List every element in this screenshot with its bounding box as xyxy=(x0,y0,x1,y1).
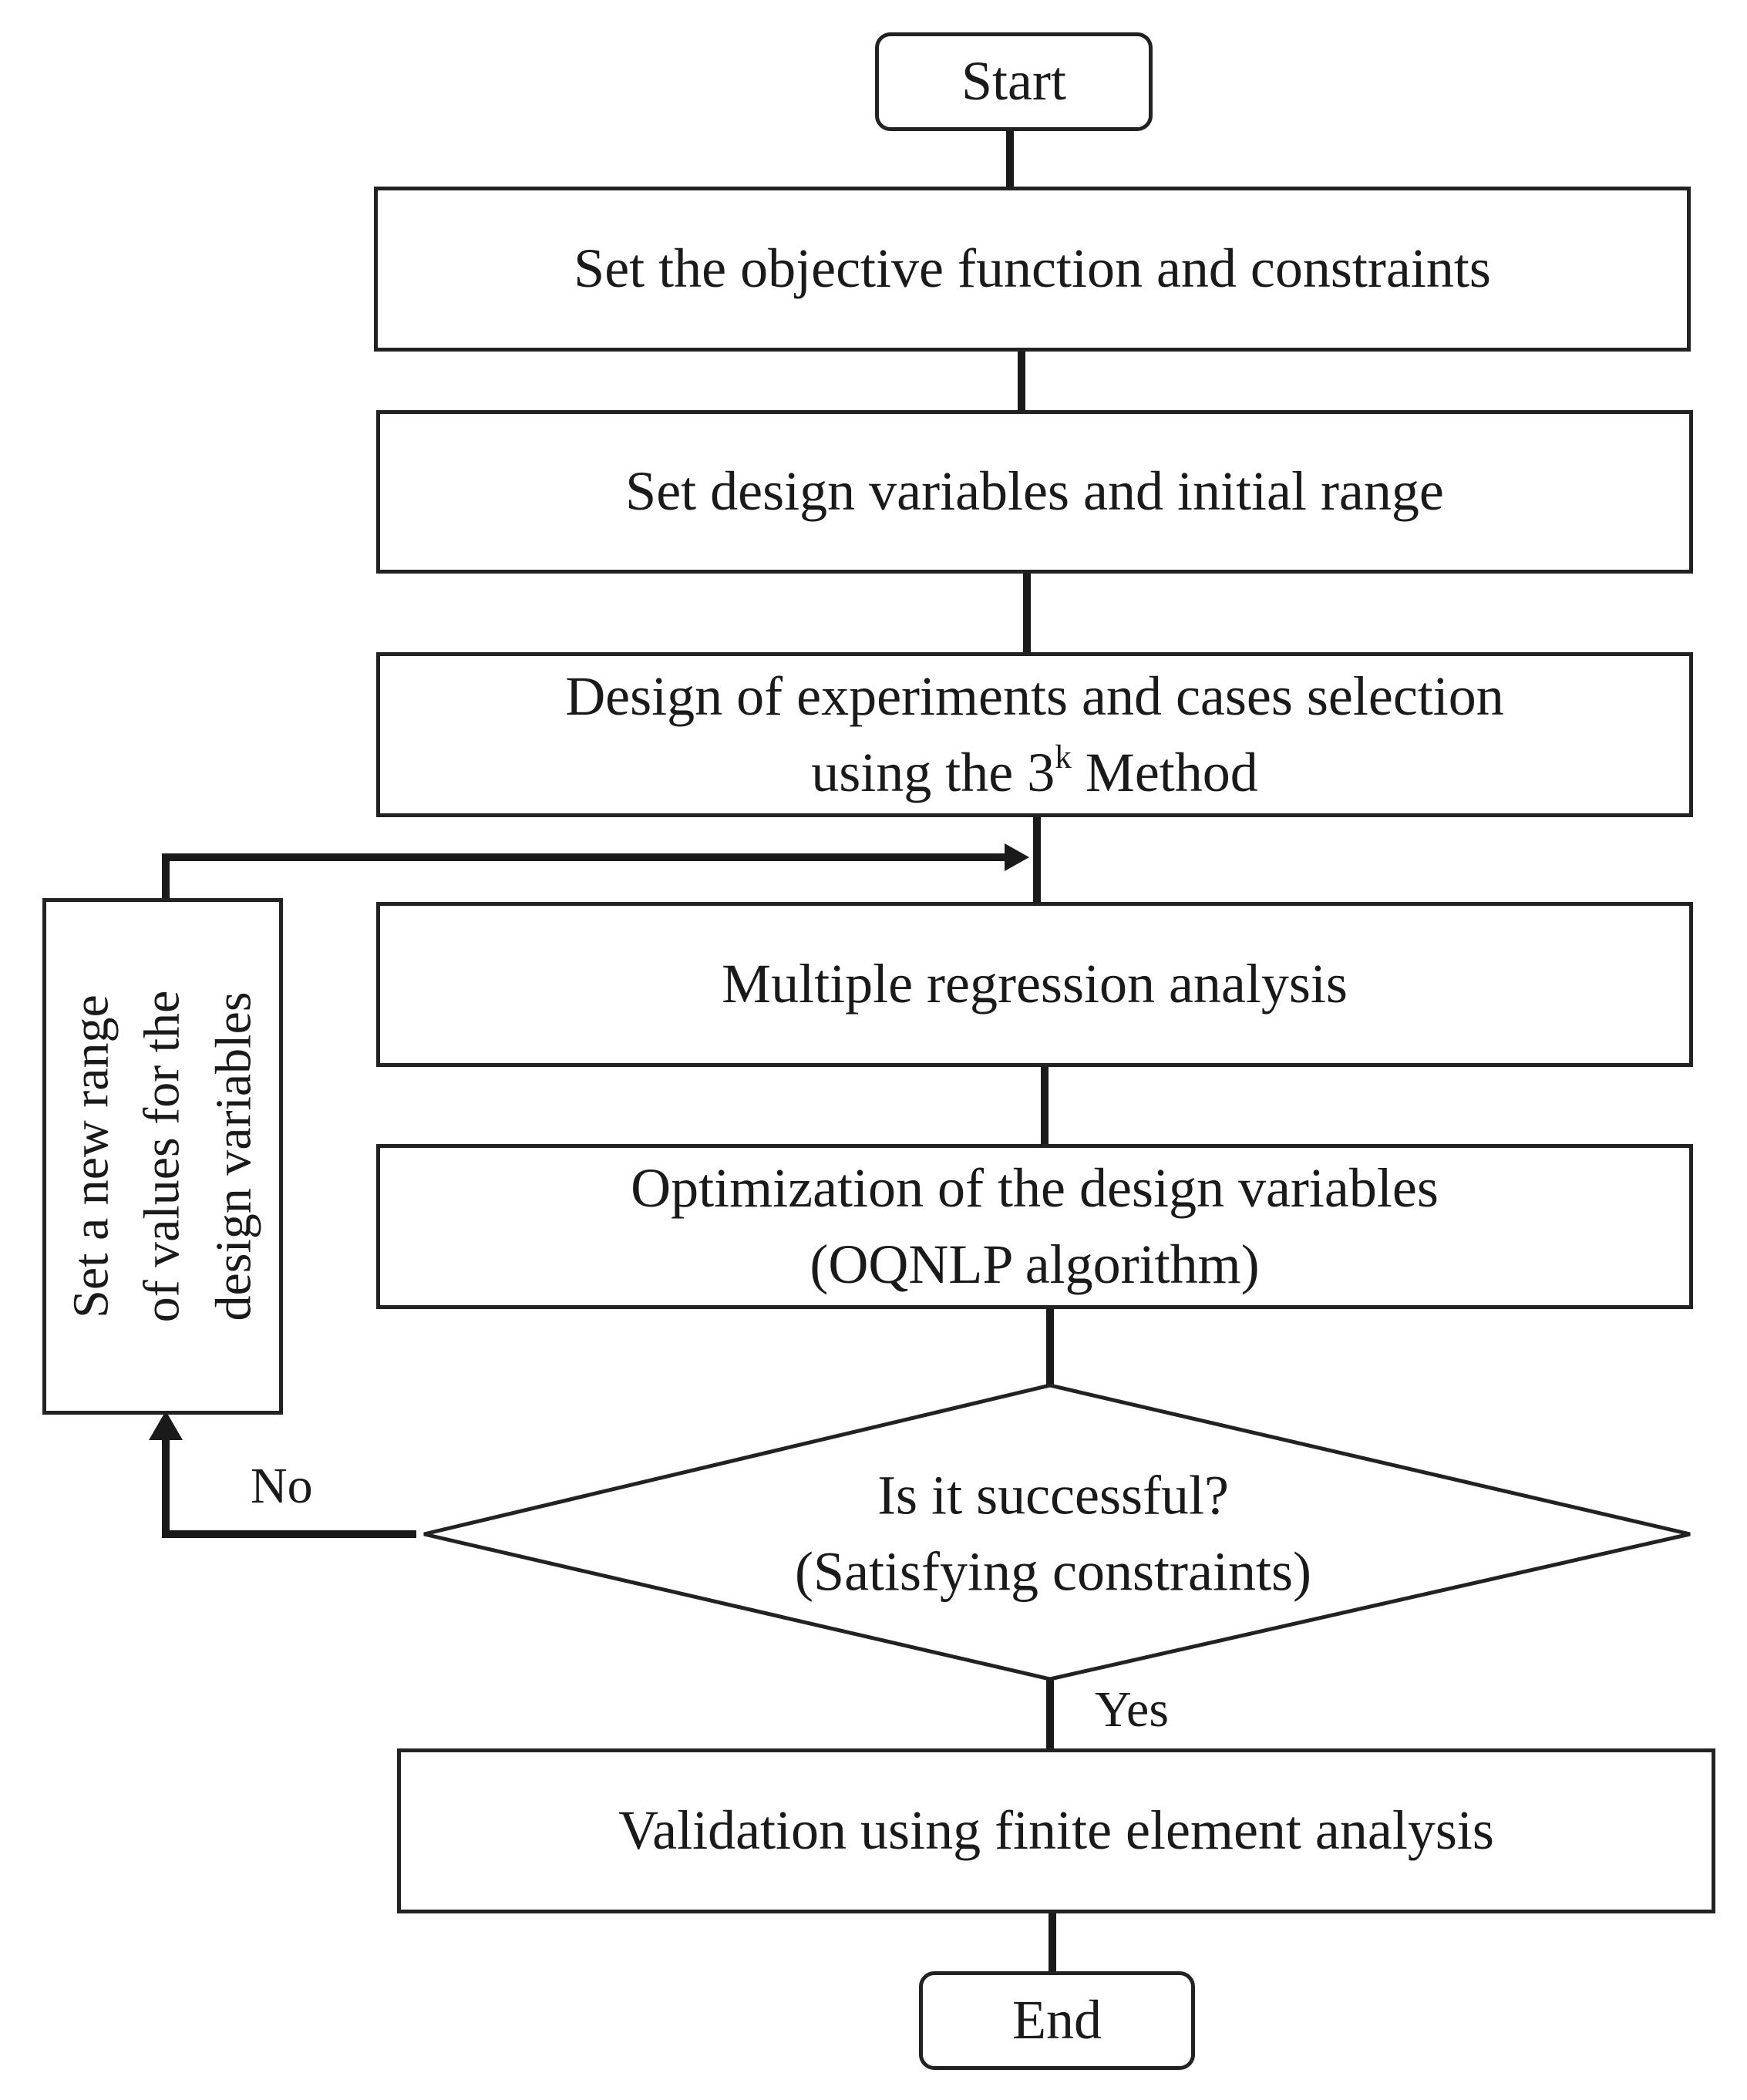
doe-step-line2-post: Method xyxy=(1071,742,1258,803)
optimization-step-line2: (OQNLP algorithm) xyxy=(810,1233,1260,1295)
no-label: No xyxy=(251,1458,313,1514)
feedback-box xyxy=(42,898,283,1415)
start-terminal: Start xyxy=(875,32,1153,131)
objective-step-label: Set the objective function and constrain… xyxy=(574,237,1491,300)
variables-step-label: Set design variables and initial range xyxy=(625,460,1444,523)
regression-step: Multiple regression analysis xyxy=(376,902,1693,1067)
feedback-line1: Set a new range xyxy=(62,994,119,1318)
no-branch-line xyxy=(162,1434,416,1538)
doe-step-line2: using the 3k Method xyxy=(811,735,1258,811)
regression-step-label: Multiple regression analysis xyxy=(722,953,1348,1015)
optimization-step-line1: Optimization of the design variables xyxy=(631,1156,1439,1219)
decision-condition: (Satisfying constraints) xyxy=(795,1541,1311,1603)
feedback-text: Set a new range of values for the design… xyxy=(56,991,269,1323)
variables-step: Set design variables and initial range xyxy=(376,410,1693,574)
doe-step: Design of experiments and cases selectio… xyxy=(376,652,1693,817)
doe-step-line2-pre: using the 3 xyxy=(811,742,1055,803)
objective-step: Set the objective function and constrain… xyxy=(374,187,1691,352)
decision-question: Is it successful? xyxy=(877,1464,1229,1526)
yes-label: Yes xyxy=(1095,1681,1170,1738)
start-label: Start xyxy=(961,50,1066,113)
arrowhead-no-branch xyxy=(149,1411,183,1440)
feedback-line2: of values for the xyxy=(133,990,190,1323)
optimization-step: Optimization of the design variables (OQ… xyxy=(376,1144,1693,1309)
end-terminal: End xyxy=(919,1971,1195,2070)
validation-step: Validation using finite element analysis xyxy=(397,1748,1715,1913)
doe-step-exponent: k xyxy=(1055,739,1072,776)
validation-step-label: Validation using finite element analysis xyxy=(618,1799,1494,1862)
decision-diamond xyxy=(423,1383,1691,1681)
arrowhead-feedback xyxy=(1005,843,1029,871)
decision-text: Is it successful? (Satisfying constraint… xyxy=(795,1458,1311,1611)
end-label: End xyxy=(1012,1989,1102,2051)
doe-step-line1: Design of experiments and cases selectio… xyxy=(565,665,1504,727)
feedback-return-line xyxy=(162,853,1010,898)
feedback-line3: design variables xyxy=(205,991,262,1321)
